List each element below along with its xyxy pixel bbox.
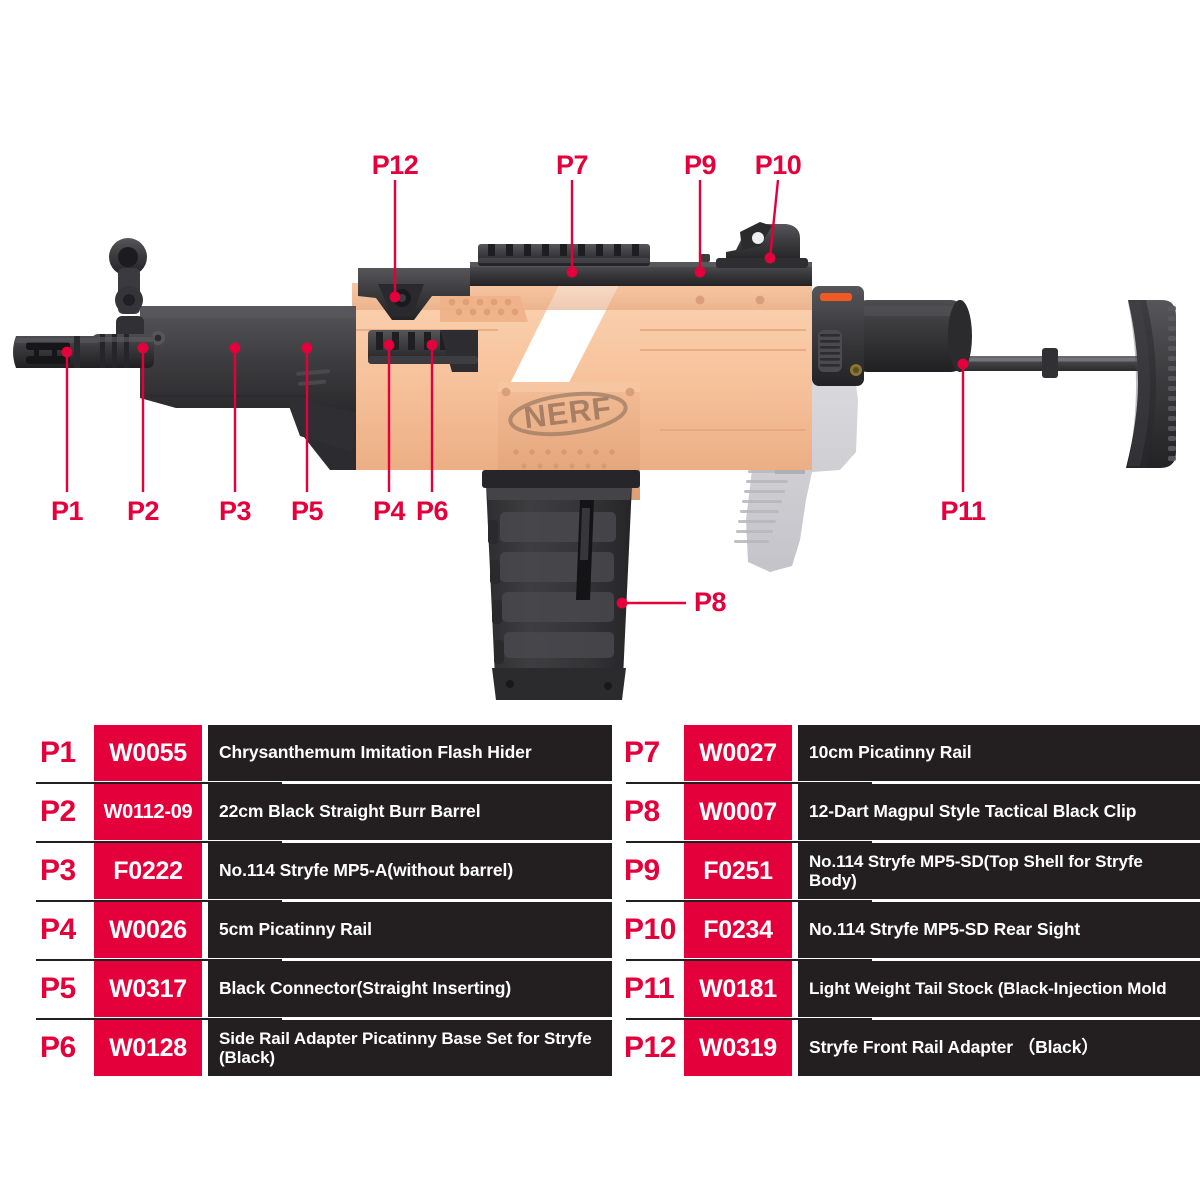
legend-row-underline: [626, 1018, 872, 1020]
front-rail-adapter: [358, 268, 470, 320]
legend-pid: P7: [624, 736, 660, 769]
callout-label-P10: P10: [754, 150, 802, 180]
legend-pid: P4: [40, 913, 76, 946]
callout-label-P6: P6: [415, 496, 449, 526]
magazine-part: [482, 470, 640, 700]
legend-row-underline: [36, 1018, 282, 1020]
legend-code: W0007: [684, 784, 792, 840]
legend-pid: P6: [40, 1031, 76, 1064]
legend-code: F0234: [684, 902, 792, 958]
callout-dots: [61, 252, 969, 609]
flash-hider-part: [13, 336, 98, 368]
callout-label-P9: P9: [683, 150, 717, 180]
legend-code: W0112-09: [94, 784, 202, 840]
legend-desc: Light Weight Tail Stock (Black-Injection…: [798, 961, 1200, 1017]
legend-pid: P10: [624, 913, 676, 946]
legend-code: W0055: [94, 725, 202, 781]
product-illustration: NERF: [13, 150, 1176, 700]
legend-code: W0319: [684, 1020, 792, 1076]
legend-desc: 10cm Picatinny Rail: [798, 725, 1200, 781]
legend-row-underline: [36, 841, 282, 843]
main-body-shell: NERF: [352, 283, 812, 500]
legend-row-underline: [36, 900, 282, 902]
legend-pid: P8: [624, 795, 660, 828]
blaster-graphic: NERF: [13, 179, 1176, 700]
legend-pid: P1: [40, 736, 76, 769]
legend-row-P2[interactable]: P2 W0112-09 22cm Black Straight Burr Bar…: [32, 784, 612, 843]
callout-label-P3: P3: [218, 496, 252, 526]
parts-legend: P1 W0055 Chrysanthemum Imitation Flash H…: [0, 725, 1200, 1200]
callout-label-P12: P12: [371, 150, 419, 180]
legend-code: W0026: [94, 902, 202, 958]
legend-pid: P2: [40, 795, 76, 828]
legend-desc: 22cm Black Straight Burr Barrel: [208, 784, 612, 840]
legend-row-underline: [626, 782, 872, 784]
legend-pid: P3: [40, 854, 76, 887]
legend-pid: P11: [624, 972, 675, 1005]
legend-row-P7[interactable]: P7 W0027 10cm Picatinny Rail: [622, 725, 1200, 784]
tail-stock-part: [895, 300, 1176, 468]
legend-column-right: P7 W0027 10cm Picatinny Rail P8 W0007 12…: [622, 725, 1200, 1079]
legend-row-P8[interactable]: P8 W0007 12-Dart Magpul Style Tactical B…: [622, 784, 1200, 843]
legend-row-underline: [626, 841, 872, 843]
legend-row-P12[interactable]: P12 W0319 Stryfe Front Rail Adapter （Bla…: [622, 1020, 1200, 1076]
legend-row-underline: [626, 900, 872, 902]
callout-leaders: [65, 179, 965, 605]
callout-label-P8: P8: [694, 587, 727, 617]
legend-row-P10[interactable]: P10 F0234 No.114 Stryfe MP5-SD Rear Sigh…: [622, 902, 1200, 961]
callout-label-P11: P11: [940, 496, 986, 526]
legend-pid: P5: [40, 972, 76, 1005]
legend-row-P9[interactable]: P9 F0251 No.114 Stryfe MP5-SD(Top Shell …: [622, 843, 1200, 902]
legend-row-P1[interactable]: P1 W0055 Chrysanthemum Imitation Flash H…: [32, 725, 612, 784]
legend-pid: P12: [624, 1031, 676, 1064]
legend-code: W0128: [94, 1020, 202, 1076]
handguard-part: [140, 306, 356, 470]
picatinny-rail-10cm: [478, 244, 650, 266]
callout-label-P2: P2: [126, 496, 160, 526]
legend-desc: Black Connector(Straight Inserting): [208, 961, 612, 1017]
legend-desc: 12-Dart Magpul Style Tactical Black Clip: [798, 784, 1200, 840]
legend-desc: Side Rail Adapter Picatinny Base Set for…: [208, 1020, 612, 1076]
callout-label-P4: P4: [372, 496, 406, 526]
callout-label-P1: P1: [50, 496, 84, 526]
side-rail-adapter: [368, 330, 478, 372]
legend-code: W0027: [684, 725, 792, 781]
callout-label-P7: P7: [555, 150, 589, 180]
legend-code: F0222: [94, 843, 202, 899]
rear-sight-part: [700, 222, 808, 268]
legend-row-underline: [36, 782, 282, 784]
rear-barrel-cap: [812, 286, 972, 386]
legend-pid: P9: [624, 854, 660, 887]
legend-row-P11[interactable]: P11 W0181 Light Weight Tail Stock (Black…: [622, 961, 1200, 1020]
legend-row-underline: [626, 959, 872, 961]
callout-label-P5: P5: [290, 496, 324, 526]
legend-desc: No.114 Stryfe MP5-SD Rear Sight: [798, 902, 1200, 958]
legend-desc: Stryfe Front Rail Adapter （Black）: [798, 1020, 1200, 1076]
legend-row-underline: [36, 959, 282, 961]
legend-desc: 5cm Picatinny Rail: [208, 902, 612, 958]
legend-code: W0317: [94, 961, 202, 1017]
legend-code: F0251: [684, 843, 792, 899]
legend-column-left: P1 W0055 Chrysanthemum Imitation Flash H…: [32, 725, 612, 1079]
legend-code: W0181: [684, 961, 792, 1017]
legend-row-P4[interactable]: P4 W0026 5cm Picatinny Rail: [32, 902, 612, 961]
legend-row-P6[interactable]: P6 W0128 Side Rail Adapter Picatinny Bas…: [32, 1020, 612, 1076]
legend-desc: No.114 Stryfe MP5-SD(Top Shell for Stryf…: [798, 843, 1200, 899]
legend-row-P5[interactable]: P5 W0317 Black Connector(Straight Insert…: [32, 961, 612, 1020]
legend-row-P3[interactable]: P3 F0222 No.114 Stryfe MP5-A(without bar…: [32, 843, 612, 902]
connector-part: [286, 398, 356, 452]
barrel-part: [92, 334, 154, 368]
legend-desc: No.114 Stryfe MP5-A(without barrel): [208, 843, 612, 899]
legend-desc: Chrysanthemum Imitation Flash Hider: [208, 725, 612, 781]
